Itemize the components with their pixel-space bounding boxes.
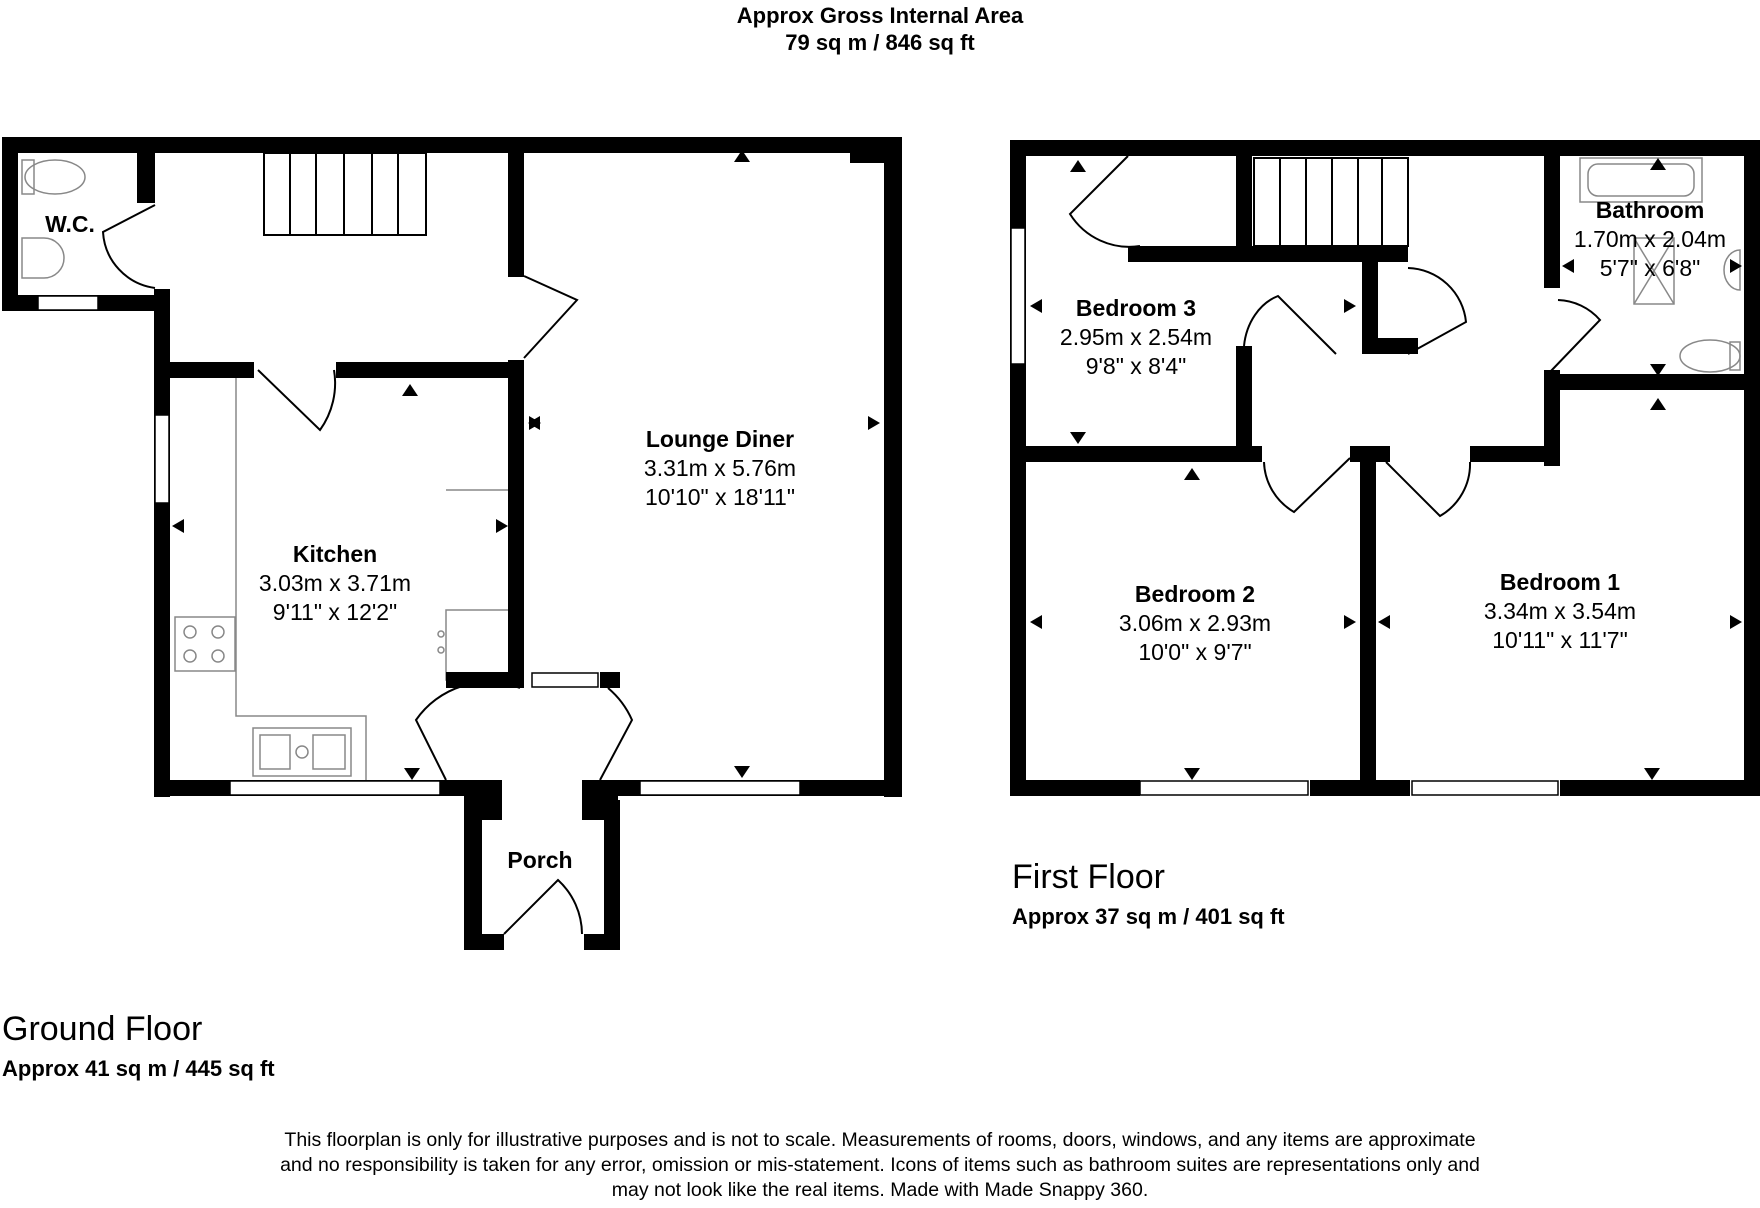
room-bathroom: Bathroom 1.70m x 2.04m 5'7" x 6'8" [1562, 196, 1738, 283]
gross-area-value: 79 sq m / 846 sq ft [785, 30, 975, 55]
room-name: Lounge Diner [645, 426, 795, 452]
disclaimer-line: and no responsibility is taken for any e… [280, 1154, 1480, 1176]
room-name: Bathroom [1595, 197, 1705, 223]
gross-area-title: Approx Gross Internal Area [736, 3, 1024, 28]
disclaimer-line: may not look like the real items. Made w… [611, 1179, 1149, 1201]
ground-floor-label: Ground Floor [2, 1010, 203, 1048]
ground-floor-plan [2, 137, 902, 950]
first-floor-area: Approx 37 sq m / 401 sq ft [1012, 904, 1285, 929]
room-name: Bedroom 2 [1134, 581, 1256, 607]
room-lounge-diner: Lounge Diner 3.31m x 5.76m 10'10" x 18'1… [600, 425, 840, 512]
ground-floor-area: Approx 41 sq m / 445 sq ft [2, 1056, 275, 1081]
bath-icon [1579, 157, 1703, 203]
first-floor-plan [1010, 140, 1760, 796]
basin-icon [1723, 249, 1741, 291]
room-imperial: 5'7" x 6'8" [1599, 255, 1701, 281]
first-floor-label: First Floor [1012, 858, 1165, 896]
room-imperial: 9'8" x 8'4" [1085, 353, 1187, 379]
room-kitchen: Kitchen 3.03m x 3.71m 9'11" x 12'2" [220, 540, 450, 627]
room-imperial: 10'0" x 9'7" [1138, 639, 1252, 665]
room-name: Bedroom 3 [1075, 295, 1197, 321]
room-metric: 1.70m x 2.04m [1573, 226, 1727, 252]
room-metric: 3.34m x 3.54m [1483, 598, 1637, 624]
disclaimer: This floorplan is only for illustrative … [200, 1128, 1560, 1203]
room-wc: W.C. [40, 210, 100, 239]
toilet-icon [1679, 339, 1741, 373]
disclaimer-line: This floorplan is only for illustrative … [284, 1129, 1476, 1151]
hob-icon [174, 616, 236, 672]
room-name: Kitchen [292, 541, 378, 567]
toilet-icon [24, 159, 86, 195]
room-name: Porch [507, 847, 573, 873]
room-metric: 2.95m x 2.54m [1059, 324, 1213, 350]
room-porch: Porch [490, 846, 590, 875]
room-imperial: 10'10" x 18'11" [644, 484, 796, 510]
room-metric: 3.31m x 5.76m [643, 455, 797, 481]
room-bedroom-1: Bedroom 1 3.34m x 3.54m 10'11" x 11'7" [1450, 568, 1670, 655]
room-name: W.C. [45, 211, 95, 237]
room-imperial: 9'11" x 12'2" [272, 599, 398, 625]
room-metric: 3.03m x 3.71m [258, 570, 412, 596]
room-metric: 3.06m x 2.93m [1118, 610, 1272, 636]
room-bedroom-2: Bedroom 2 3.06m x 2.93m 10'0" x 9'7" [1090, 580, 1300, 667]
sink-icon [252, 727, 352, 777]
room-bedroom-3: Bedroom 3 2.95m x 2.54m 9'8" x 8'4" [1036, 294, 1236, 381]
basin-icon [21, 237, 65, 279]
room-name: Bedroom 1 [1499, 569, 1621, 595]
room-imperial: 10'11" x 11'7" [1492, 627, 1628, 653]
